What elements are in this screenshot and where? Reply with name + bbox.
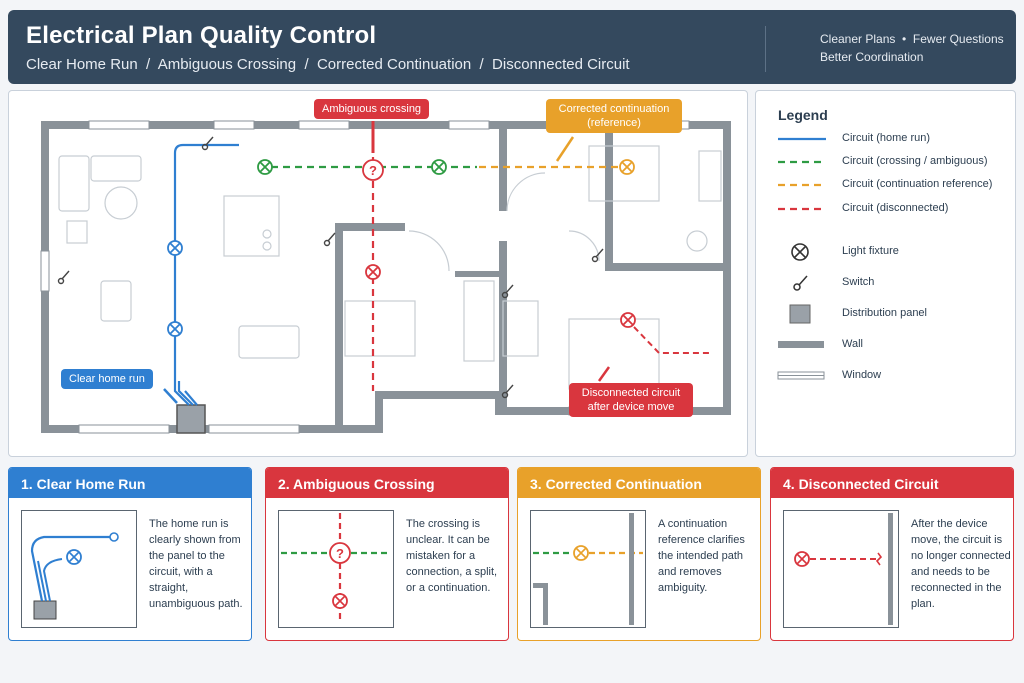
home-run-thumbnail	[30, 532, 119, 620]
card-illustration	[21, 510, 137, 628]
continuation-dash-icon	[778, 183, 826, 187]
callout-corrected-continuation: Corrected continuation (reference)	[546, 99, 682, 133]
callout-home-run-text: Clear home run	[69, 373, 145, 385]
ambiguous-thumbnail-mark: ?	[336, 546, 344, 561]
header-tagline-2: Better Coordination	[820, 50, 924, 64]
ambiguous-thumbnail: ?	[281, 513, 391, 623]
card-illustration	[783, 510, 899, 628]
crossing-dash-icon	[778, 160, 826, 164]
card-disconnected-circuit: 4. Disconnected Circuit After the device…	[770, 467, 1014, 641]
card-ambiguous-crossing: 2. Ambiguous Crossing ? The crossing is …	[265, 467, 509, 641]
ambiguous-fixture-mark: ?	[369, 163, 377, 178]
disconnected-thumbnail	[794, 513, 893, 625]
card-description: After the device move, the circuit is no…	[911, 518, 1011, 610]
furniture	[58, 145, 722, 390]
card-description: A continuation reference clarifies the i…	[658, 518, 745, 594]
card-description: The home run is clearly shown from the p…	[149, 518, 243, 610]
legend-label: Distribution panel	[842, 307, 927, 319]
card-corrected-continuation: 3. Corrected Continuation A continuation…	[517, 467, 761, 641]
legend-label: Light fixture	[842, 245, 899, 257]
corrected-pointer	[555, 136, 575, 162]
light-fixture-icon	[791, 243, 809, 261]
header-tagline-1: Cleaner Plans • Fewer Questions	[820, 32, 1004, 46]
circuit-disconnected	[633, 326, 709, 354]
circuit-home-run	[173, 143, 239, 406]
legend-label: Switch	[842, 276, 875, 288]
legend-title: Legend	[778, 107, 828, 123]
home-run-line-icon	[778, 137, 826, 141]
window-icon	[777, 371, 825, 380]
home-run-pointer	[163, 388, 178, 404]
continuation-thumbnail	[533, 513, 643, 625]
card-title: 4. Disconnected Circuit	[771, 468, 1013, 498]
fixtures-ambiguous	[362, 159, 384, 280]
card-illustration: ?	[278, 510, 394, 628]
legend-panel: Legend Circuit (home run) Circuit (cross…	[755, 90, 1016, 457]
switch-icon	[793, 275, 808, 291]
legend-item-crossing: Circuit (crossing / ambiguous)	[756, 150, 1017, 174]
fixtures-home-run	[167, 240, 183, 337]
fixtures-crossing	[257, 159, 447, 175]
switches	[57, 136, 604, 399]
floor-plan-panel: ? Ambiguous crossing Corrected continuat…	[8, 90, 748, 457]
wall-icon	[778, 341, 824, 348]
legend-item-switch: Switch	[756, 271, 1017, 295]
legend-label: Circuit (home run)	[842, 132, 931, 144]
disconnected-pointer	[597, 366, 611, 382]
card-title: 3. Corrected Continuation	[518, 468, 760, 498]
panel-icon	[789, 304, 811, 324]
legend-item-disconnected: Circuit (disconnected)	[756, 197, 1017, 221]
page-title: Electrical Plan Quality Control	[26, 22, 377, 49]
card-title: 2. Ambiguous Crossing	[266, 468, 508, 498]
card-title: 1. Clear Home Run	[9, 468, 251, 498]
disconnected-dash-icon	[778, 207, 826, 211]
callout-ambiguous-text: Ambiguous crossing	[322, 103, 422, 115]
callout-disconnected-text: Disconnected circuit after device move	[581, 387, 681, 413]
callout-disconnected-circuit: Disconnected circuit after device move	[569, 383, 693, 417]
legend-label: Window	[842, 369, 882, 381]
legend-item-panel: Distribution panel	[756, 302, 1017, 326]
callout-ambiguous-crossing: Ambiguous crossing	[314, 99, 430, 119]
legend-label: Wall	[842, 338, 863, 350]
callout-corrected-text: Corrected continuation (reference)	[558, 103, 670, 129]
legend-item-wall: Wall	[756, 333, 1017, 357]
distribution-panel	[176, 404, 206, 434]
legend-label: Circuit (crossing / ambiguous)	[842, 155, 988, 167]
fixture-disconnected	[620, 312, 636, 328]
page-subtitle: Clear Home Run / Ambiguous Crossing / Co…	[26, 56, 630, 73]
header-divider	[765, 26, 766, 72]
legend-item-continuation: Circuit (continuation reference)	[756, 173, 1017, 197]
header-banner: Electrical Plan Quality Control Clear Ho…	[8, 10, 1016, 84]
legend-item-light-fixture: Light fixture	[756, 240, 1017, 264]
legend-item-home-run: Circuit (home run)	[756, 127, 1017, 151]
legend-label: Circuit (continuation reference)	[842, 178, 993, 190]
callout-clear-home-run: Clear home run	[61, 369, 153, 389]
fixture-continuation	[619, 159, 635, 175]
card-illustration	[530, 510, 646, 628]
card-clear-home-run: 1. Clear Home Run The home run is clearl…	[8, 467, 252, 641]
legend-item-window: Window	[756, 364, 1017, 388]
card-description: The crossing is unclear. It can be mista…	[406, 518, 498, 594]
legend-label: Circuit (disconnected)	[842, 202, 949, 214]
